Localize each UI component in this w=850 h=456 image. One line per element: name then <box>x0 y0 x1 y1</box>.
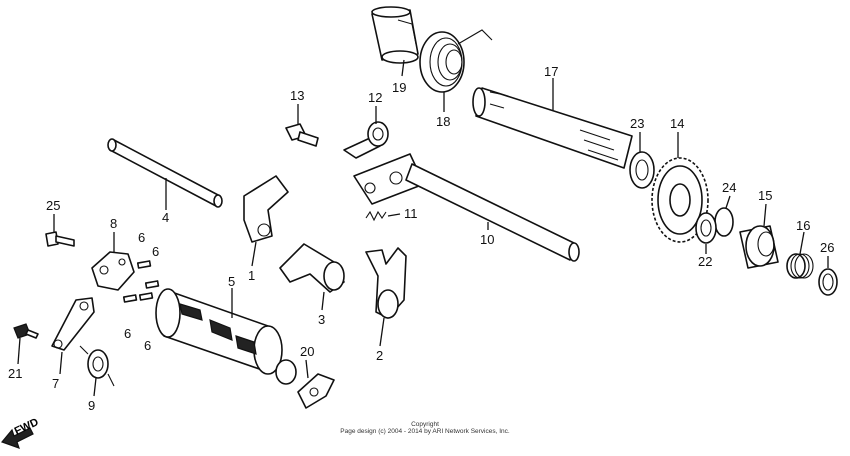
label-26: 26 <box>820 240 834 255</box>
label-20: 20 <box>300 344 314 359</box>
part-21-bolt[interactable] <box>13 323 39 339</box>
label-5: 5 <box>228 274 235 289</box>
label-6c: 6 <box>124 326 131 341</box>
part-24-ring[interactable] <box>714 207 734 237</box>
label-15: 15 <box>758 188 772 203</box>
label-8: 8 <box>110 216 117 231</box>
copyright-line-1: Copyright <box>411 421 439 428</box>
label-12: 12 <box>368 90 382 105</box>
label-11: 11 <box>404 206 418 221</box>
label-22: 22 <box>698 254 712 269</box>
part-12-spring[interactable] <box>343 121 389 159</box>
part-9-spring[interactable] <box>79 345 115 387</box>
part-26-washer[interactable] <box>818 268 838 296</box>
part-13-bolt[interactable] <box>285 123 319 147</box>
label-9: 9 <box>88 398 95 413</box>
part-16-spring[interactable] <box>786 253 814 279</box>
label-6a: 6 <box>138 230 145 245</box>
label-13: 13 <box>290 88 304 103</box>
label-10: 10 <box>480 232 494 247</box>
part-1-fork[interactable] <box>243 175 289 243</box>
part-14-gear[interactable] <box>651 157 709 243</box>
part-2-fork[interactable] <box>365 247 407 319</box>
copyright-line-2: Page design (c) 2004 - 2014 by ARI Netwo… <box>340 428 510 435</box>
part-22-ring[interactable] <box>695 212 717 244</box>
label-4: 4 <box>162 210 169 225</box>
label-21: 21 <box>8 366 22 381</box>
part-17-spindle[interactable] <box>472 87 633 169</box>
label-18: 18 <box>436 114 450 129</box>
part-15-collar[interactable] <box>739 225 779 269</box>
part-23-washer[interactable] <box>629 151 655 189</box>
label-25: 25 <box>46 198 60 213</box>
part-25-bolt[interactable] <box>45 231 75 247</box>
part-number-labels: 19 18 17 23 14 24 15 16 26 22 13 12 11 1… <box>8 64 834 413</box>
leader-lines <box>17 59 829 397</box>
label-7: 7 <box>52 376 59 391</box>
label-16: 16 <box>796 218 810 233</box>
label-17: 17 <box>544 64 558 79</box>
part-18-spring[interactable] <box>419 29 493 93</box>
part-19-sleeve[interactable] <box>371 6 419 64</box>
part-3-fork[interactable] <box>279 243 345 293</box>
label-19: 19 <box>392 80 406 95</box>
part-5-shift-drum[interactable] <box>155 288 297 385</box>
label-23: 23 <box>630 116 644 131</box>
label-6d: 6 <box>144 338 151 353</box>
label-2: 2 <box>376 348 383 363</box>
part-6-pins[interactable] <box>122 260 160 303</box>
part-10-shift-arm[interactable] <box>353 153 580 262</box>
part-4-fork-shaft[interactable] <box>107 138 223 208</box>
label-6b: 6 <box>152 244 159 259</box>
part-20-plate[interactable] <box>297 373 335 409</box>
part-7-stopper-arm[interactable] <box>51 297 95 351</box>
label-14: 14 <box>670 116 684 131</box>
label-1: 1 <box>248 268 255 283</box>
part-11-spring[interactable] <box>365 210 387 222</box>
label-24: 24 <box>722 180 736 195</box>
copyright-notice: Copyright Page design (c) 2004 - 2014 by… <box>0 421 850 435</box>
fwd-arrow-icon <box>0 427 34 449</box>
part-8-cam-plate[interactable] <box>91 251 135 291</box>
label-3: 3 <box>318 312 325 327</box>
